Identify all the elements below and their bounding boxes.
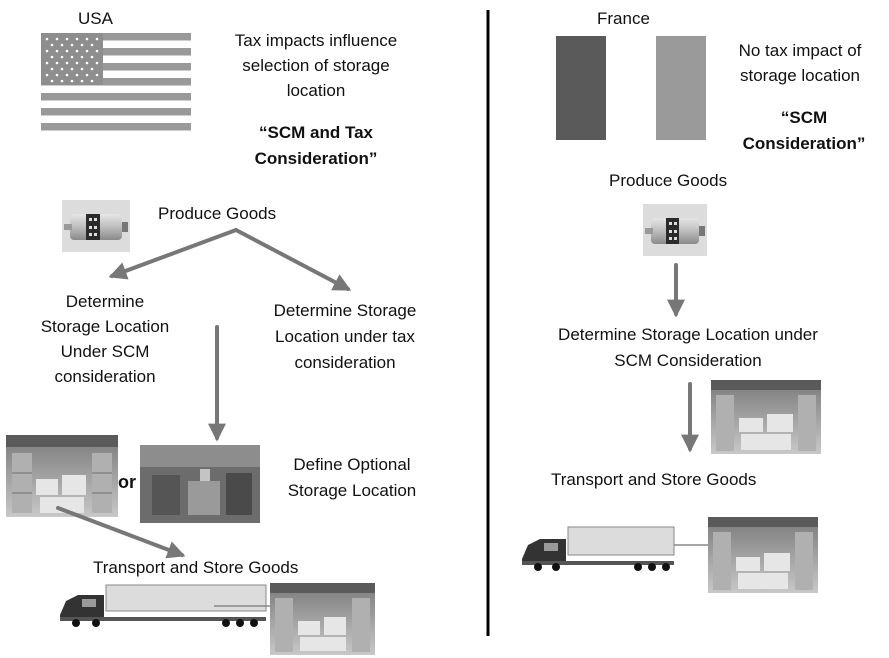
usa-scm-path-line: Storage Location (40, 317, 170, 336)
france-scenario-title: “SCM Consideration” (720, 105, 888, 157)
france-tax-note-line: storage location (739, 66, 861, 85)
france-motor-image (643, 204, 707, 256)
usa-tax-note-line: Tax impacts influence (234, 31, 398, 50)
usa-transport-label: Transport and Store Goods (93, 558, 299, 577)
france-scm-path-line: Determine Storage Location under (558, 325, 818, 344)
usa-optional-storage: Define Optional Storage Location (262, 452, 442, 504)
france-truck-image (522, 526, 675, 571)
usa-tax-note-line: location (286, 81, 346, 100)
usa-tax-path: Determine Storage Location under tax con… (245, 298, 445, 376)
france-produce-goods: Produce Goods (609, 171, 728, 190)
france-country-label: France (597, 9, 650, 28)
usa-tax-path-line: Determine Storage (273, 301, 417, 320)
france-scenario-line: “SCM (780, 108, 828, 127)
arrow-produce-to-scm (108, 228, 238, 280)
usa-tax-note: Tax impacts influence selection of stora… (196, 28, 436, 103)
usa-motor-image (62, 200, 130, 252)
arrow-scm-to-transport (56, 506, 186, 559)
usa-optional-line: Storage Location (287, 481, 417, 500)
usa-country-label: USA (78, 9, 113, 28)
usa-scm-path-line: consideration (54, 367, 156, 386)
france-transport-warehouse-image (708, 517, 818, 593)
france-flag-icon (556, 36, 706, 140)
arrow-produce-to-tax (234, 228, 352, 291)
usa-optional-line: Define Optional (293, 455, 411, 474)
usa-produce-goods: Produce Goods (158, 204, 277, 223)
usa-tax-note-line: selection of storage (242, 56, 390, 75)
usa-scm-path: Determine Storage Location Under SCM con… (20, 289, 190, 389)
usa-transport-warehouse-image (270, 583, 375, 655)
france-tax-note-line: No tax impact of (738, 41, 862, 60)
usa-optional-storage-image (140, 445, 260, 523)
usa-or-label: or (118, 472, 136, 492)
usa-scenario-title: “SCM and Tax Consideration” (196, 120, 436, 172)
usa-tax-path-line: Location under tax (275, 327, 415, 346)
usa-scenario-line: Consideration” (254, 149, 378, 168)
usa-scenario-line: “SCM and Tax (259, 123, 373, 142)
usa-scm-path-line: Under SCM (60, 342, 150, 361)
france-scm-path: Determine Storage Location under SCM Con… (528, 322, 848, 374)
usa-warehouse-image-left (6, 435, 118, 517)
usa-scm-path-line: Determine (65, 292, 145, 311)
usa-flag-icon (41, 33, 191, 131)
france-tax-note: No tax impact of storage location (715, 38, 885, 88)
france-scenario-line: Consideration” (742, 134, 866, 153)
france-transport-label: Transport and Store Goods (551, 470, 757, 489)
france-warehouse-image-mid (711, 380, 821, 454)
france-scm-path-line: SCM Consideration (614, 351, 762, 370)
usa-tax-path-line: consideration (294, 353, 396, 372)
